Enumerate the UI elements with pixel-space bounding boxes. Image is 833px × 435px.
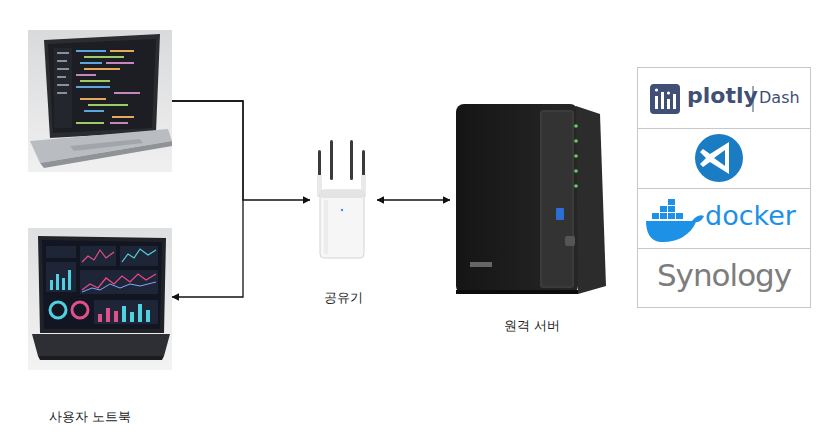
logo-text: Dash: [759, 88, 800, 107]
node-label: 원격 서버: [452, 318, 612, 334]
nas-server-illustration: [456, 104, 606, 294]
node-label: 사용자 노트북: [18, 409, 162, 425]
laptop-dashboard-illustration: [28, 228, 172, 370]
logo-text: plotly: [687, 83, 758, 109]
node-label: 공유기: [310, 290, 376, 306]
connector-arrow: [172, 101, 243, 297]
vscode-icon: [695, 134, 743, 182]
tech-stack-frame: [638, 68, 811, 308]
server-node: 원격 서버: [452, 100, 612, 336]
logo-cell: docker: [637, 188, 811, 248]
docker-icon: [646, 199, 704, 242]
connector-arrow: [377, 199, 450, 200]
router-illustration: [317, 140, 366, 258]
router-node: 공유기: [310, 138, 376, 310]
logo-text: docker: [705, 200, 796, 232]
laptop-node: [28, 30, 172, 172]
logo-cell: plotlyDash: [637, 67, 811, 128]
laptop-code-illustration: [28, 30, 172, 172]
logo-text: Synology: [637, 257, 811, 294]
connector-arrow: [172, 101, 310, 200]
logo-cell: Synology: [637, 248, 811, 307]
laptop-node: 사용자 노트북: [28, 228, 172, 430]
